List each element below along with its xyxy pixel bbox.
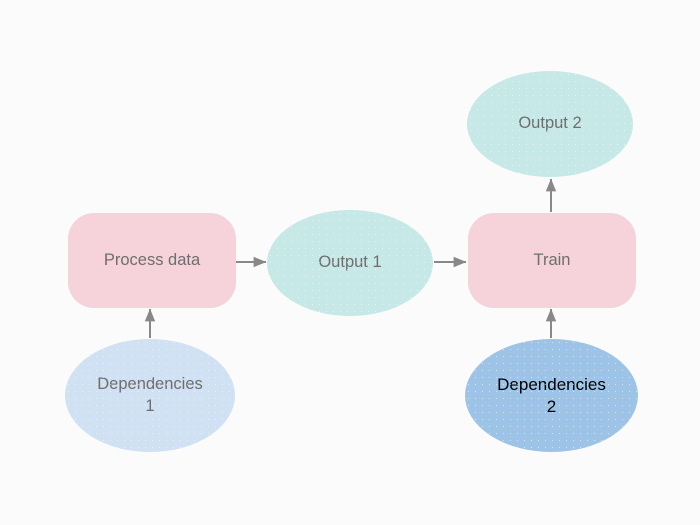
node-output-1[interactable]: Output 1 <box>267 210 433 316</box>
node-process-data[interactable]: Process data <box>68 213 236 308</box>
node-process-data-label: Process data <box>103 250 201 269</box>
node-output-1-label: Output 1 <box>318 253 382 272</box>
node-train-label: Train <box>533 250 571 269</box>
node-output-2-label: Output 2 <box>518 114 582 133</box>
node-output-2[interactable]: Output 2 <box>467 71 633 177</box>
node-train[interactable]: Train <box>468 213 636 308</box>
node-dependencies-2-label: Dependencies 2 <box>497 374 606 416</box>
node-dependencies-1[interactable]: Dependencies 1 <box>65 339 235 452</box>
node-dependencies-2[interactable]: Dependencies 2 <box>465 339 638 452</box>
node-dependencies-1-label: Dependencies 1 <box>97 375 203 415</box>
